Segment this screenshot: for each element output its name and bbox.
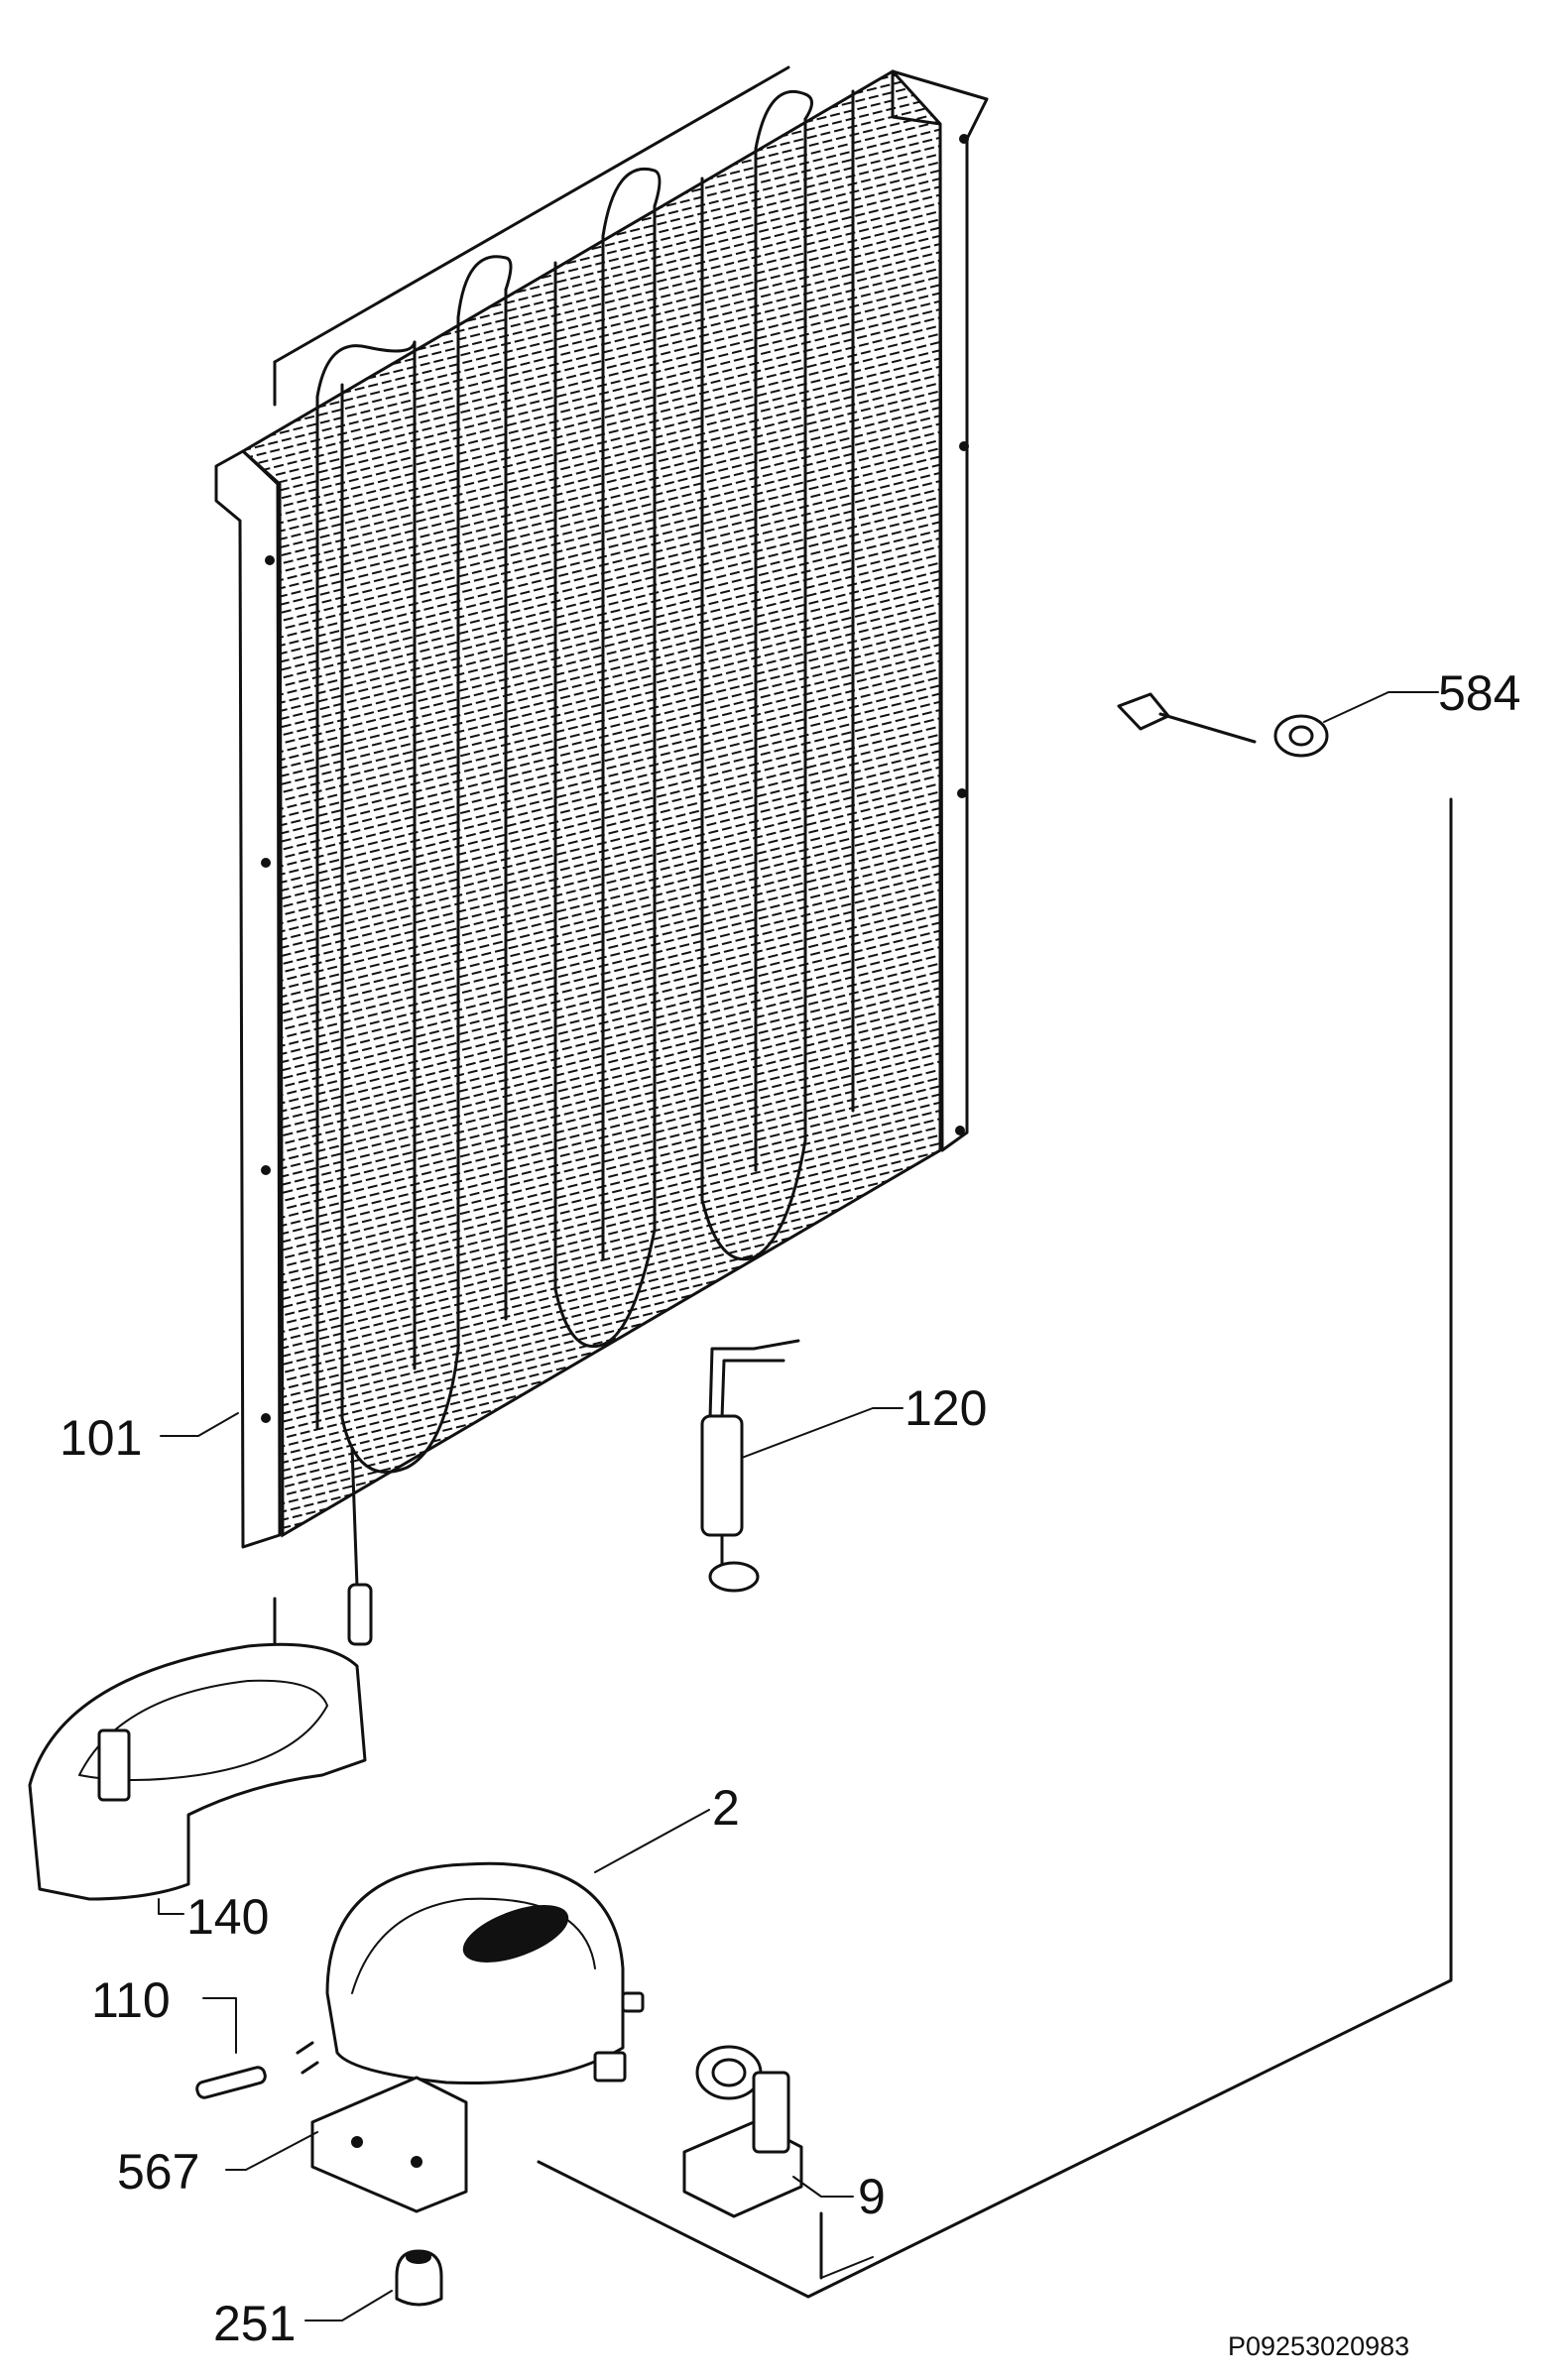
condenser-left-rail — [214, 449, 282, 1549]
callout-567: 567 — [117, 2144, 200, 2200]
cabinet-outline — [273, 65, 1453, 2299]
connector-part — [225, 2041, 319, 2171]
callout-110: 110 — [91, 1972, 171, 2028]
pin-part — [195, 1997, 267, 2099]
grommet-part — [304, 2249, 443, 2321]
callout-120: 120 — [905, 1380, 988, 1436]
compressor-part — [310, 1809, 710, 2213]
condenser-fin-panel — [240, 69, 942, 1538]
condenser-tubes — [315, 89, 855, 1474]
thermostat-sensor-part — [1117, 691, 1439, 758]
leader-lines — [160, 1412, 239, 1437]
callout-9: 9 — [858, 2169, 886, 2224]
callout-251: 251 — [213, 2296, 297, 2351]
drip-tray-part — [28, 1642, 367, 1915]
callout-584: 584 — [1438, 665, 1521, 721]
relay-capillary-part — [700, 1339, 904, 1593]
callout-2: 2 — [712, 1780, 740, 1836]
callout-101: 101 — [60, 1410, 143, 1466]
condenser-assembly — [214, 69, 989, 1646]
callout-140: 140 — [186, 1889, 270, 1945]
clip-part — [682, 2045, 854, 2218]
document-reference: P09253020983 — [1228, 2331, 1410, 2361]
compressor-mounting-foot — [310, 2076, 468, 2213]
